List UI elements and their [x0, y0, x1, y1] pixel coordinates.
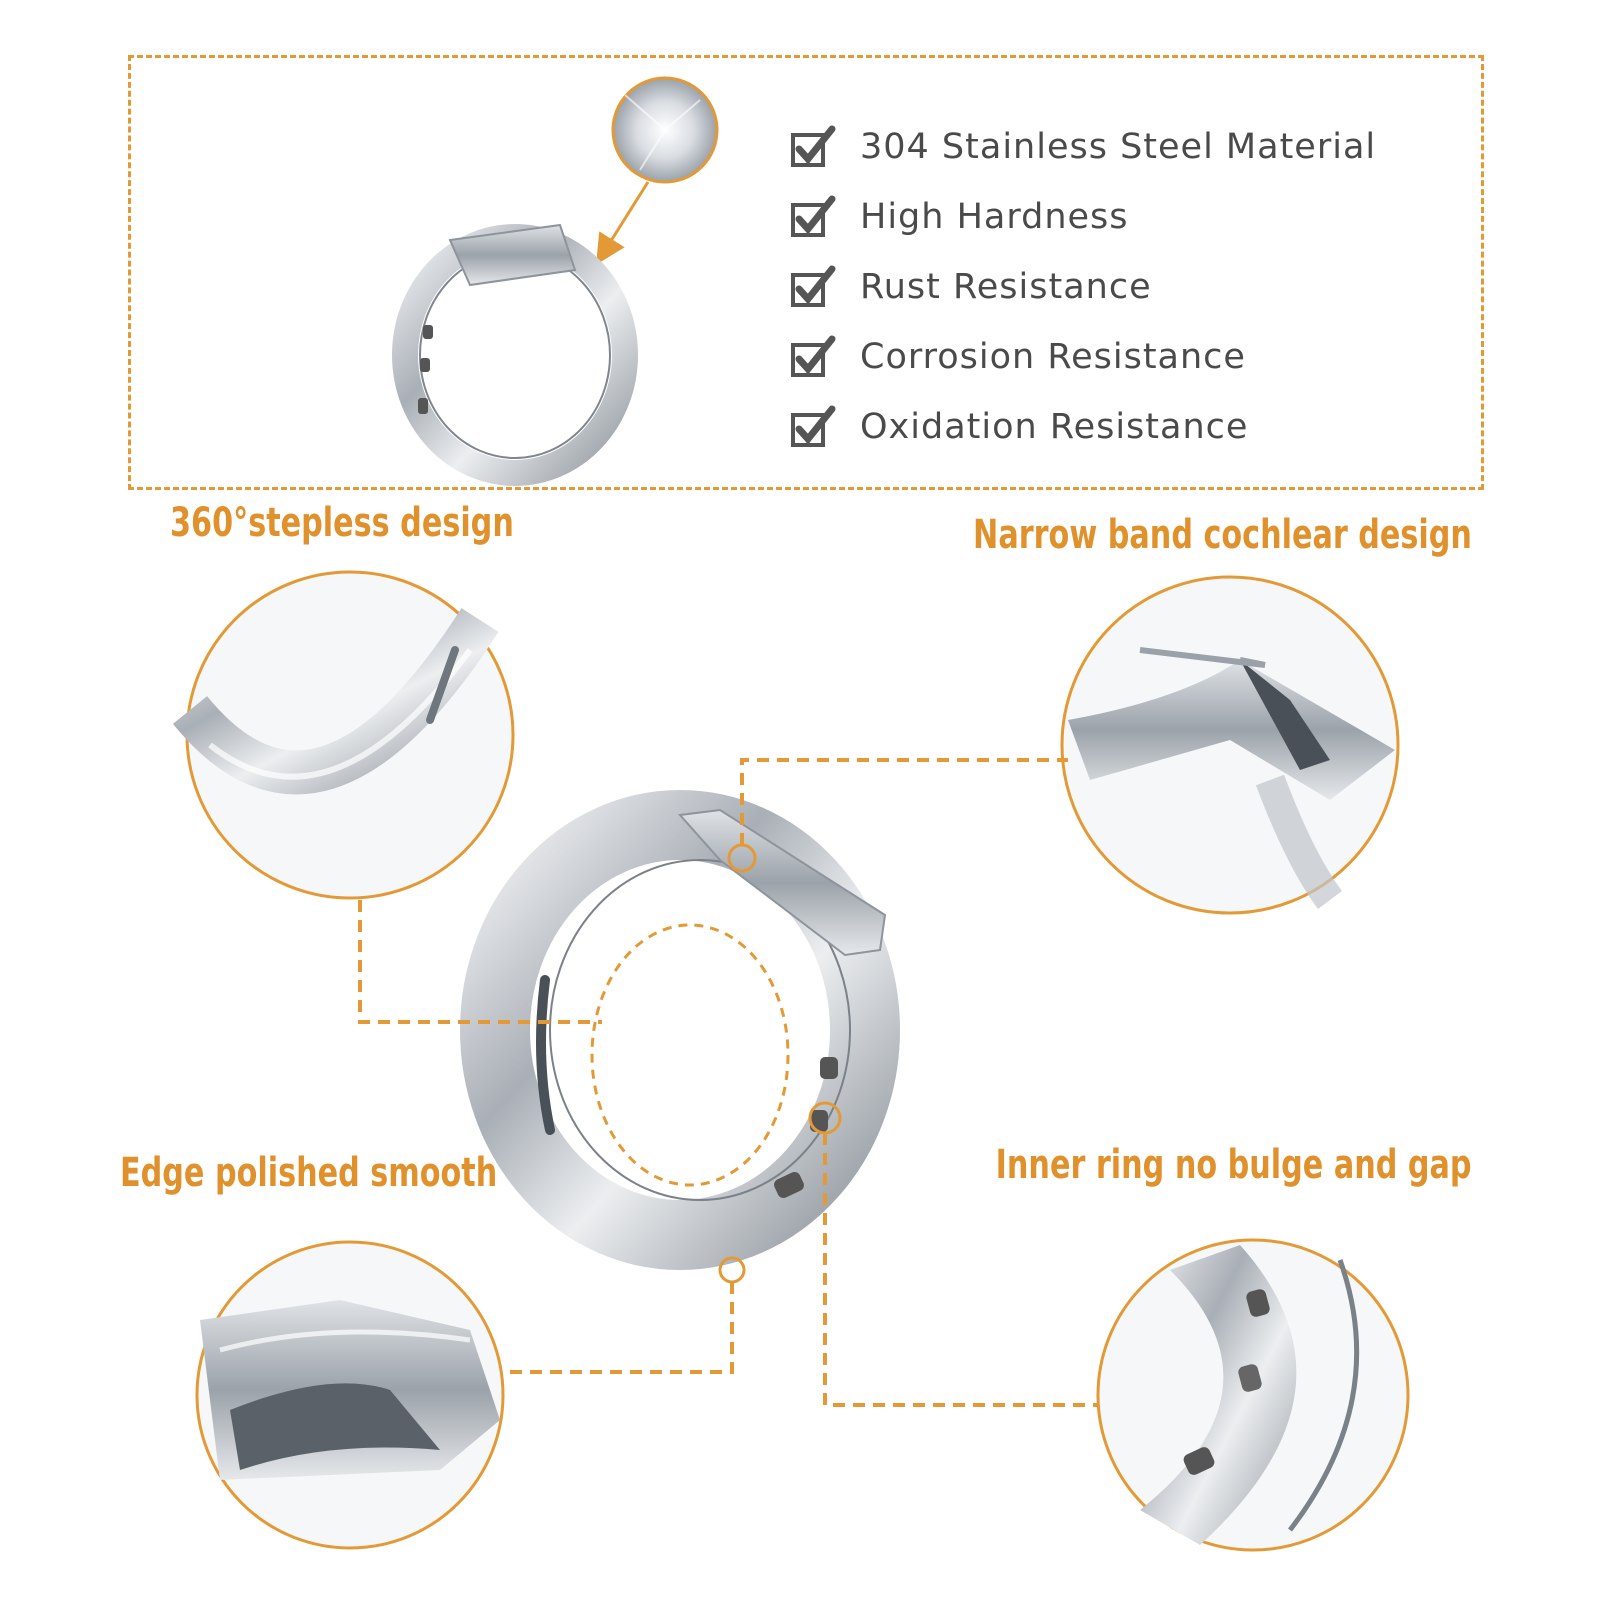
small-clamp-ring — [392, 223, 638, 486]
feature-label: Oxidation Resistance — [860, 407, 1249, 447]
material-disc — [611, 76, 719, 184]
main-clamp-ring — [460, 790, 900, 1270]
callout-inner-ring: Inner ring no bulge and gap — [996, 1142, 1472, 1188]
callout-narrow-band: Narrow band cochlear design — [973, 512, 1472, 558]
zoom-circle-inner-ring — [1096, 1238, 1410, 1552]
checkbox-checked-icon — [791, 335, 836, 377]
list-item: High Hardness — [790, 182, 1376, 252]
list-item: Oxidation Resistance — [790, 392, 1376, 462]
checkbox-checked-icon — [791, 405, 836, 447]
zoom-circle-edge-polished — [195, 1240, 505, 1550]
list-item: Corrosion Resistance — [790, 322, 1376, 392]
callout-edge-polished: Edge polished smooth — [120, 1150, 498, 1196]
zoom-circle-stepless — [172, 570, 515, 900]
feature-label: 304 Stainless Steel Material — [860, 127, 1377, 167]
list-item: Rust Resistance — [790, 252, 1376, 322]
feature-label: Rust Resistance — [860, 267, 1152, 307]
zoom-circle-narrow-band — [1060, 575, 1400, 915]
checkbox-checked-icon — [791, 265, 836, 307]
checkbox-checked-icon — [791, 195, 836, 237]
callout-stepless: 360°stepless design — [170, 500, 514, 546]
list-item: 304 Stainless Steel Material — [790, 112, 1376, 182]
features-panel — [128, 55, 1484, 490]
feature-label: Corrosion Resistance — [860, 337, 1246, 377]
checkbox-checked-icon — [791, 125, 836, 167]
feature-label: High Hardness — [860, 197, 1129, 237]
feature-list: 304 Stainless Steel Material High Hardne… — [790, 112, 1376, 462]
